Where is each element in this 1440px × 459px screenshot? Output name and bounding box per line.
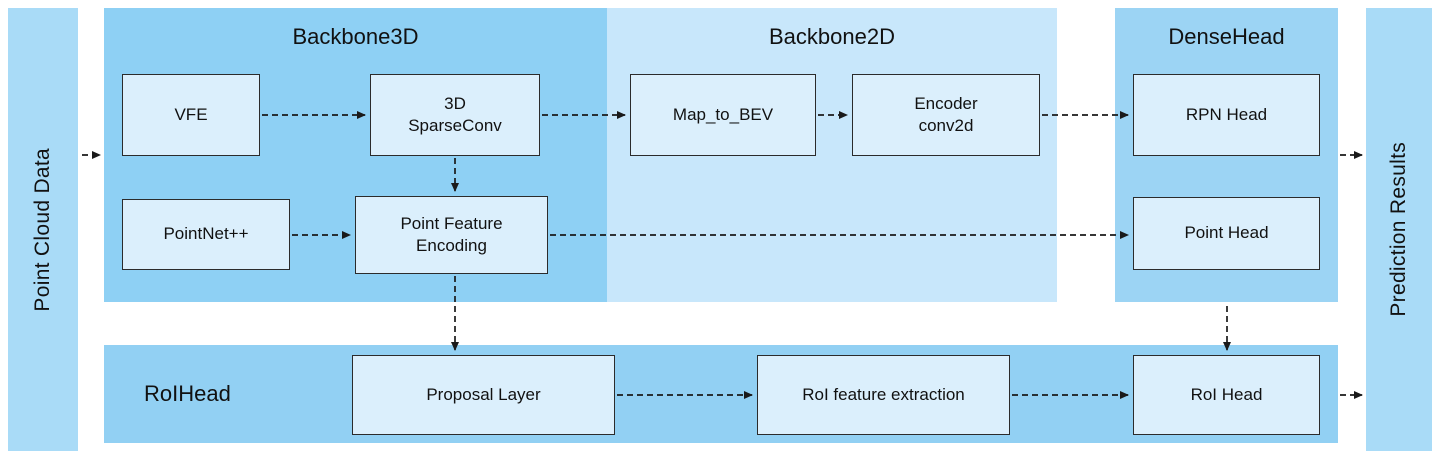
region-densehead-title: DenseHead: [1168, 24, 1285, 49]
node-3d-sparseconv-line1: 3D: [444, 93, 466, 113]
node-pointnet-label: PointNet++: [163, 224, 249, 244]
node-map-to-bev: Map_to_BEV: [630, 74, 816, 156]
region-backbone3d-title: Backbone3D: [292, 24, 419, 49]
node-point-feature-encoding: Point Feature Encoding: [355, 196, 548, 274]
region-backbone2d-title: Backbone2D: [769, 24, 895, 49]
node-3d-sparseconv-line2: SparseConv: [408, 116, 502, 135]
node-rpn-head-label: RPN Head: [1185, 104, 1268, 124]
input-sidebar-label: Point Cloud Data: [31, 147, 54, 312]
node-proposal-layer: Proposal Layer: [352, 355, 615, 435]
node-encoder-conv2d: Encoder conv2d: [852, 74, 1040, 156]
node-roi-feature-extraction: RoI feature extraction: [757, 355, 1010, 435]
output-sidebar: Prediction Results: [1366, 8, 1432, 451]
node-vfe: VFE: [122, 74, 260, 156]
node-encoder-conv2d-line2: conv2d: [918, 116, 974, 135]
node-3d-sparseconv: 3D SparseConv: [370, 74, 540, 156]
node-vfe-label: VFE: [174, 104, 208, 124]
node-encoder-conv2d-line1: Encoder: [914, 93, 978, 113]
region-roihead: RoIHead: [104, 345, 1338, 443]
node-proposal-layer-label: Proposal Layer: [426, 384, 541, 404]
node-point-head-label: Point Head: [1184, 223, 1269, 243]
output-sidebar-label: Prediction Results: [1387, 142, 1410, 317]
node-pfe-line2: Encoding: [416, 236, 487, 255]
node-pointnet-plus-plus: PointNet++: [122, 199, 290, 270]
node-roi-head-label: RoI Head: [1190, 384, 1263, 404]
node-rpn-head: RPN Head: [1133, 74, 1320, 156]
node-roi-feature-extraction-label: RoI feature extraction: [802, 384, 965, 404]
region-roihead-title: RoIHead: [144, 381, 231, 406]
node-roi-head: RoI Head: [1133, 355, 1320, 435]
node-pfe-line1: Point Feature: [400, 213, 503, 233]
node-point-head: Point Head: [1133, 197, 1320, 270]
node-map-to-bev-label: Map_to_BEV: [672, 104, 774, 124]
input-sidebar: Point Cloud Data: [8, 8, 78, 451]
